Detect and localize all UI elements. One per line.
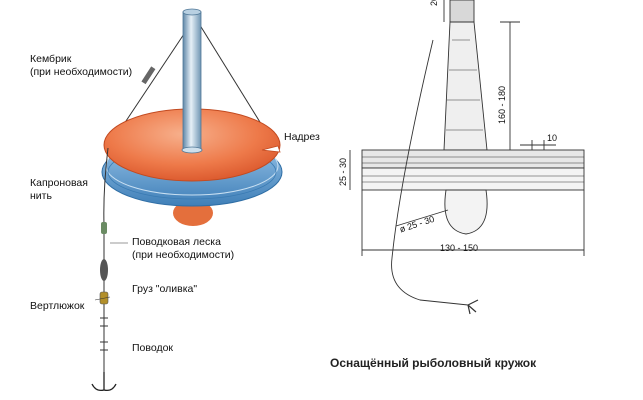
label-povodkovaya-line1: Поводковая леска	[132, 236, 221, 248]
label-gruz: Груз "оливка"	[132, 283, 198, 295]
label-povodkovaya: Поводковая леска (при необходимости)	[132, 236, 234, 262]
label-kembrik-line1: Кембрик	[30, 53, 72, 65]
dim-10: 10	[547, 133, 558, 143]
label-kembrik-line2: (при необходимости)	[30, 66, 133, 78]
swivel-top	[101, 222, 107, 234]
label-nadrez: Надрез	[284, 131, 320, 143]
dim-25-30: 25 - 30	[338, 157, 348, 186]
diagram-caption: Оснащённый рыболовный кружок	[330, 356, 537, 370]
dim-20: 20	[429, 0, 439, 6]
label-kapron-line1: Капроновая	[30, 177, 88, 189]
label-povodok: Поводок	[132, 342, 174, 354]
dim-160-180: 160 - 180	[497, 85, 507, 124]
technical-drawing	[349, 0, 585, 315]
weight-bulb	[173, 200, 213, 226]
label-kapron: Капроновая нить	[30, 177, 88, 203]
dim-130-150: 130 - 150	[440, 243, 479, 253]
label-kapron-line2: нить	[30, 190, 52, 202]
label-kembrik: Кембрик (при необходимости)	[30, 53, 132, 79]
disk-notch	[261, 145, 281, 153]
olive-weight	[100, 259, 108, 281]
kembrik-tube	[141, 66, 156, 85]
mast	[182, 11, 202, 151]
treble-hook	[91, 372, 117, 392]
label-vertlyuzhok: Вертлюжок	[30, 300, 85, 312]
label-povodkovaya-line2: (при необходимости)	[132, 249, 235, 261]
